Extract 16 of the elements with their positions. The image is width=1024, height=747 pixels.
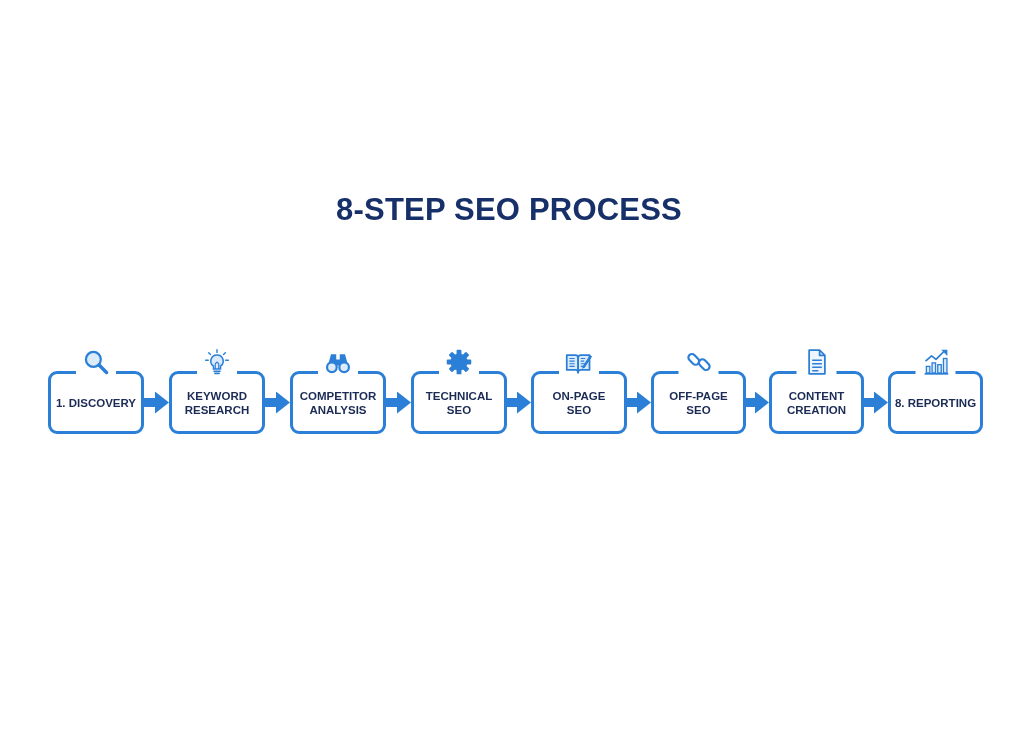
step-label: OFF-PAGE SEO: [668, 388, 729, 417]
step-label: CONTENT CREATION: [785, 388, 848, 417]
arrow: [864, 391, 888, 414]
step-label: COMPETITOR ANALYSIS: [298, 388, 378, 417]
arrow: [746, 391, 769, 414]
step-label: TECHNICAL SEO: [424, 388, 494, 417]
arrow: [627, 391, 651, 414]
step-label: 8. REPORTING: [894, 395, 977, 410]
arrow: [386, 391, 411, 414]
step-label: KEYWORD RESEARCH: [183, 388, 251, 417]
arrow: [265, 391, 290, 414]
title: 8-STEP SEO PROCESS: [335, 191, 683, 229]
arrow: [507, 391, 531, 414]
arrow: [144, 391, 169, 414]
step-label: ON-PAGE SEO: [551, 388, 607, 417]
step-label: 1. DISCOVERY: [55, 395, 137, 410]
